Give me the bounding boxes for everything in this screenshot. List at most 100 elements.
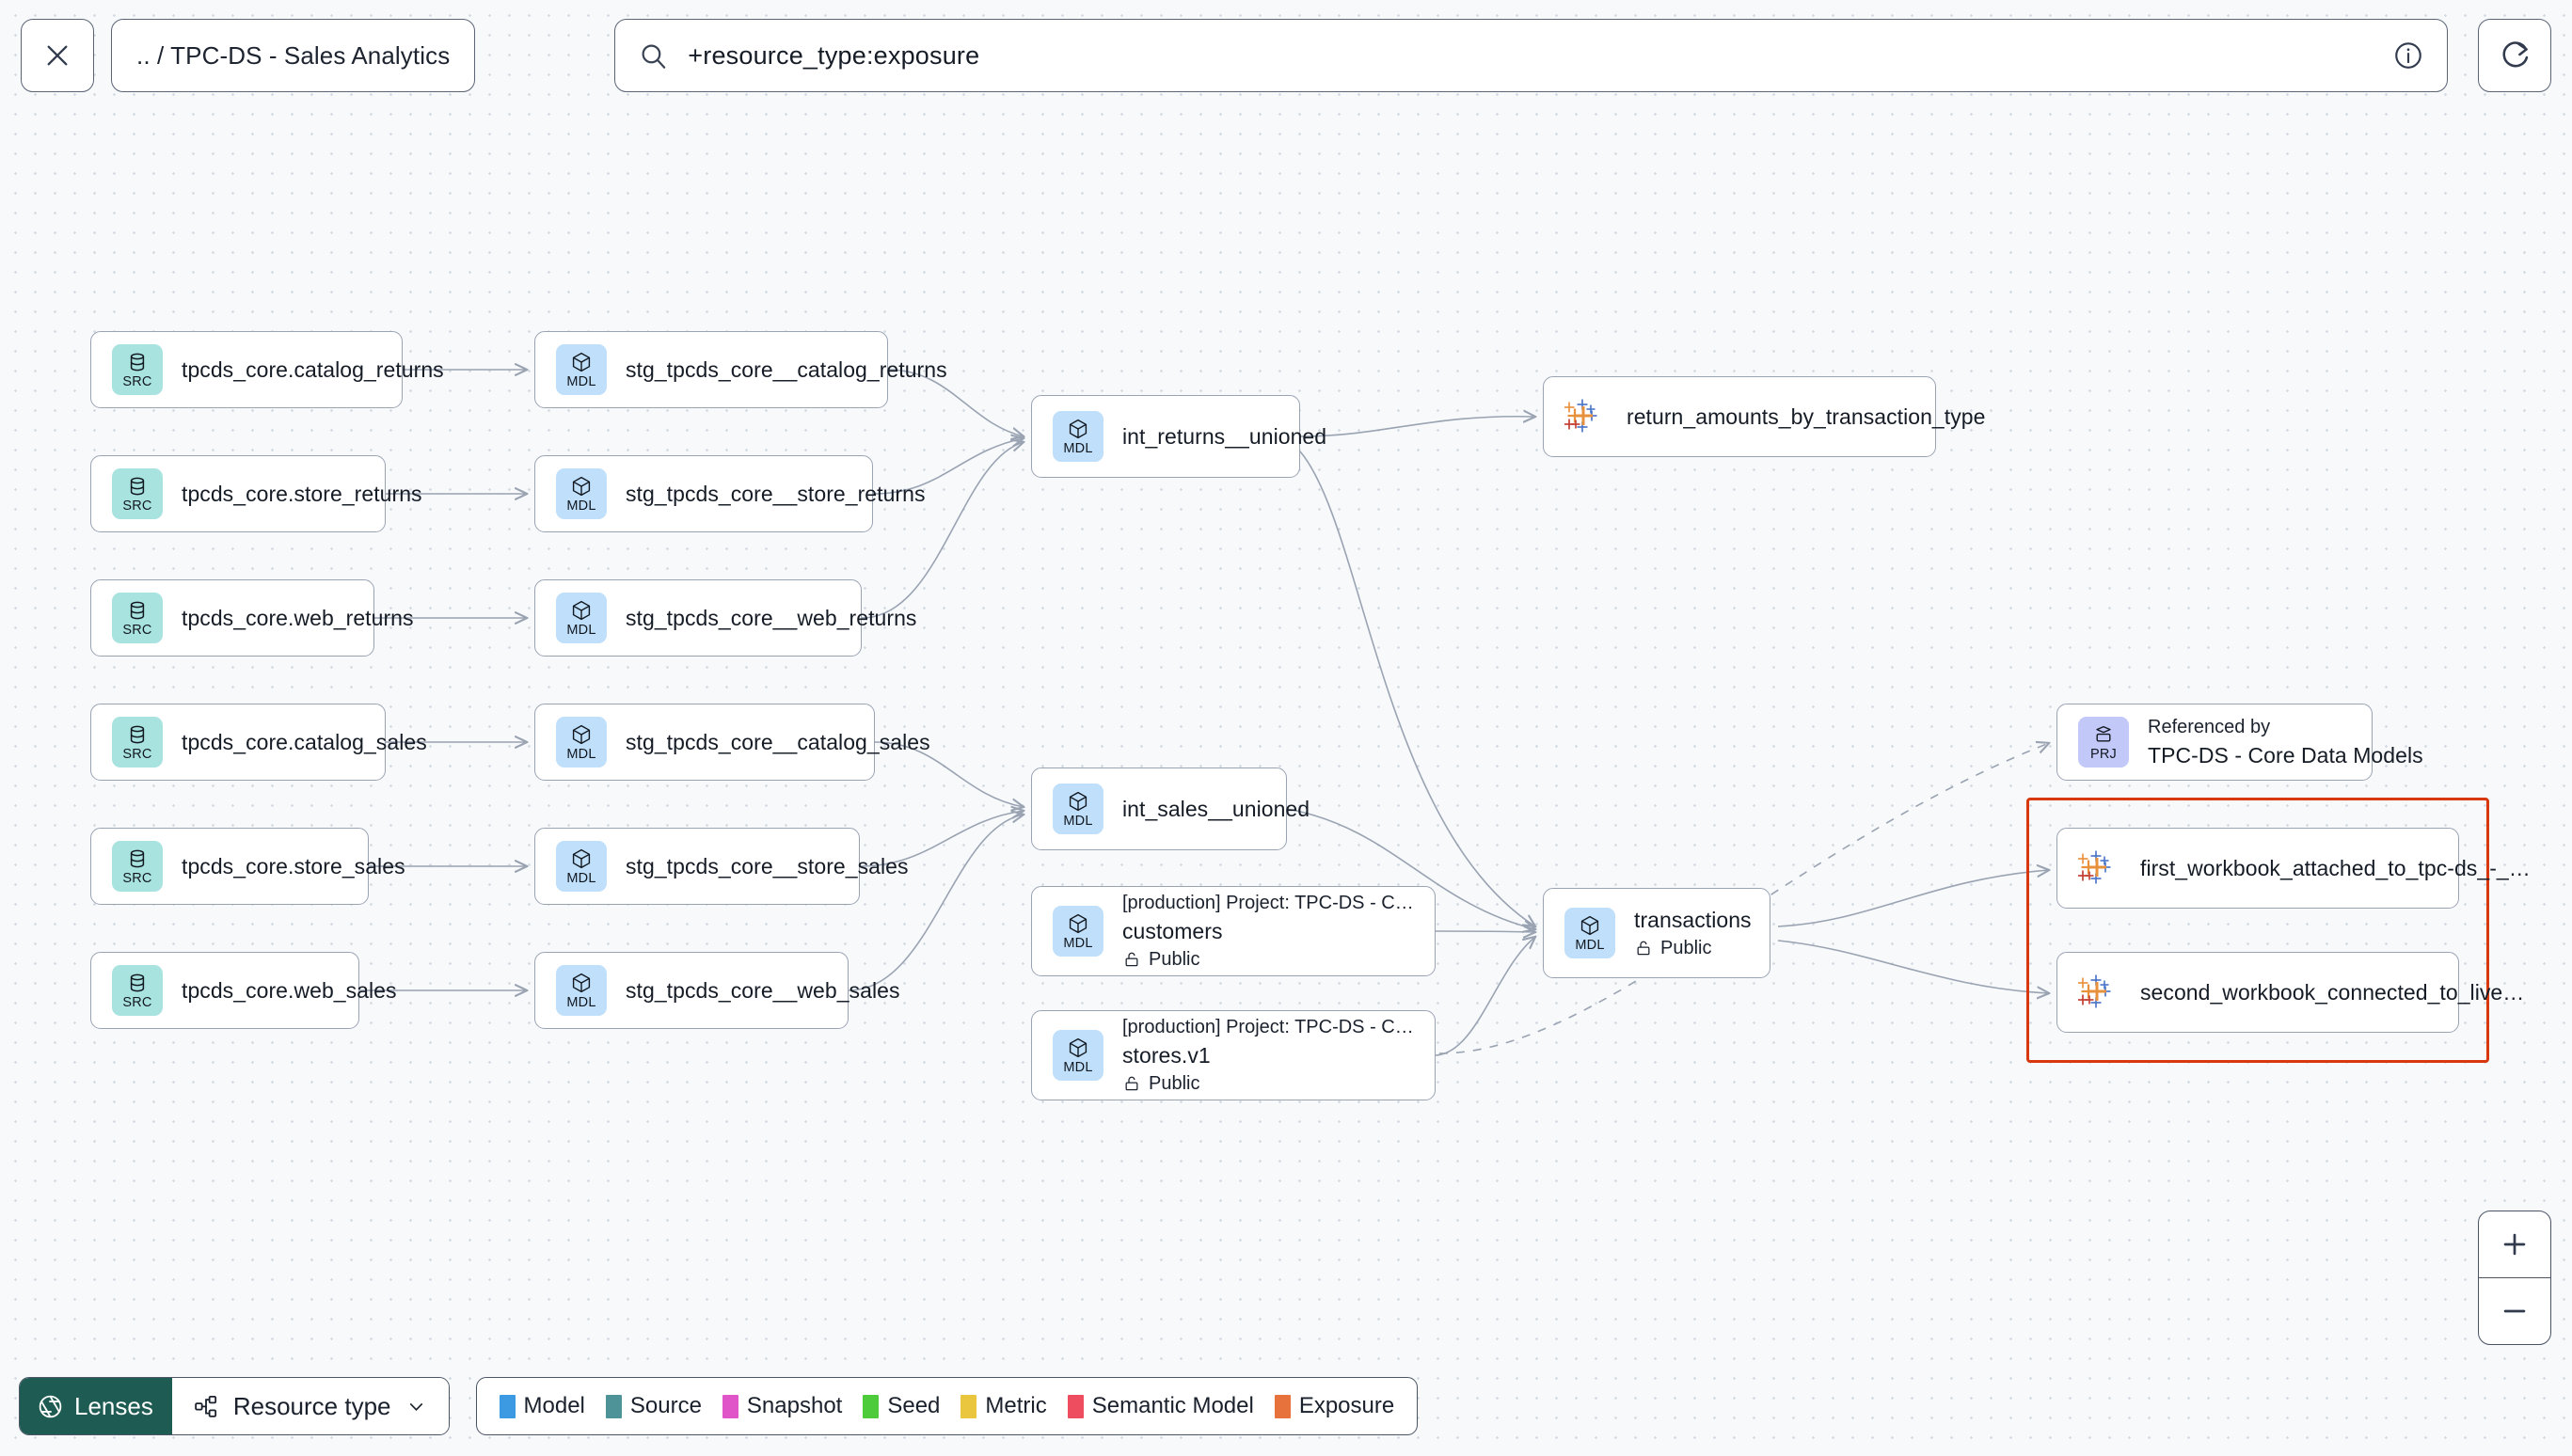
node-type-badge-mdl: MDL — [1564, 908, 1615, 958]
node-access-row: Public — [1634, 938, 1749, 959]
graph-node-mdl-customers[interactable]: MDL[production] Project: TPC-DS - Core D… — [1031, 886, 1436, 976]
exposure-tableau-icon — [2077, 847, 2120, 889]
node-access-row: Public — [1122, 949, 1414, 971]
breadcrumb-button[interactable]: .. / TPC-DS - Sales Analytics — [111, 19, 476, 92]
cube-icon — [572, 476, 591, 496]
refresh-button[interactable] — [2478, 19, 2551, 92]
node-title: customers — [1122, 918, 1223, 943]
close-button[interactable] — [21, 19, 94, 92]
resource-type-dropdown[interactable]: Resource type — [171, 1378, 449, 1434]
node-access-row: Public — [1122, 1073, 1414, 1095]
node-access-label: Public — [1149, 948, 1200, 970]
node-type-badge-label: SRC — [122, 498, 152, 514]
node-type-badge-src: SRC — [112, 841, 163, 892]
node-type-badge-src: SRC — [112, 717, 163, 768]
node-title: tpcds_core.web_returns — [182, 605, 414, 630]
node-type-badge-mdl: MDL — [556, 965, 607, 1016]
zoom-in-button[interactable] — [2479, 1211, 2550, 1277]
graph-node-exp-first-workbook[interactable]: first_workbook_attached_to_tpc-ds_-_… — [2056, 828, 2531, 909]
legend-item-model[interactable]: Model — [499, 1393, 585, 1419]
graph-node-mdl-stg-catalog-sales[interactable]: MDL stg_tpcds_core__catalog_sales — [534, 704, 930, 781]
node-type-badge-mdl: MDL — [556, 717, 607, 768]
legend-item-snapshot[interactable]: Snapshot — [722, 1393, 842, 1419]
node-title: int_sales__unioned — [1122, 796, 1310, 821]
node-access-label: Public — [1660, 937, 1712, 958]
legend-item-seed[interactable]: Seed — [863, 1393, 940, 1419]
database-icon — [130, 353, 145, 372]
legend-item-semantic-model[interactable]: Semantic Model — [1067, 1393, 1254, 1419]
legend-label: Model — [523, 1393, 585, 1418]
cube-icon — [1069, 1037, 1088, 1057]
node-title: stores.v1 — [1122, 1042, 1211, 1068]
node-type-badge-label: MDL — [1063, 1059, 1093, 1075]
tableau-icon — [2077, 850, 2111, 884]
graph-node-mdl-stores-v1[interactable]: MDL[production] Project: TPC-DS - Core D… — [1031, 1010, 1436, 1100]
unlock-icon — [1125, 952, 1138, 967]
node-project-label: [production] Project: TPC-DS - Core Data… — [1122, 892, 1414, 913]
graph-node-mdl-stg-web-sales[interactable]: MDL stg_tpcds_core__web_sales — [534, 952, 899, 1029]
zoom-out-button[interactable] — [2479, 1278, 2550, 1344]
node-title: tpcds_core.web_sales — [182, 977, 397, 1003]
node-type-badge-label: MDL — [1575, 937, 1605, 953]
node-type-badge-src: SRC — [112, 468, 163, 519]
node-title: stg_tpcds_core__catalog_sales — [626, 729, 930, 754]
legend-item-metric[interactable]: Metric — [961, 1393, 1047, 1419]
lenses-label: Lenses — [74, 1391, 153, 1420]
node-type-badge-label: SRC — [122, 870, 152, 886]
exposure-tableau-icon — [1564, 396, 1606, 437]
node-type-badge-mdl: MDL — [556, 344, 607, 395]
cube-icon — [572, 848, 591, 868]
search-bar[interactable]: +resource_type:exposure — [614, 19, 2448, 92]
legend-label: Source — [629, 1393, 702, 1418]
legend-label: Metric — [985, 1393, 1047, 1418]
graph-node-exp-return-amounts[interactable]: return_amounts_by_transaction_type — [1543, 376, 1985, 457]
info-icon[interactable] — [2392, 40, 2424, 71]
cube-icon — [572, 973, 591, 992]
database-icon — [130, 601, 145, 620]
database-icon — [130, 477, 145, 496]
node-title: transactions — [1634, 907, 1752, 932]
node-title: stg_tpcds_core__store_sales — [626, 853, 909, 878]
top-toolbar: .. / TPC-DS - Sales Analytics +resource_… — [0, 0, 2572, 111]
node-caption-label: Referenced by — [2148, 716, 2271, 737]
node-type-badge-label: SRC — [122, 373, 152, 389]
legend-item-source[interactable]: Source — [605, 1393, 702, 1419]
node-type-badge-mdl: MDL — [1053, 1030, 1103, 1081]
node-type-badge-label: MDL — [1063, 440, 1093, 456]
project-icon — [2096, 725, 2111, 742]
legend-swatch — [961, 1394, 977, 1418]
search-input[interactable]: +resource_type:exposure — [688, 40, 980, 70]
cube-icon — [572, 352, 591, 372]
graph-node-exp-second-workbook[interactable]: second_workbook_connected_to_live… — [2056, 952, 2524, 1033]
node-title: int_returns__unioned — [1122, 423, 1327, 449]
legend-item-exposure[interactable]: Exposure — [1274, 1393, 1394, 1419]
node-type-badge-src: SRC — [112, 344, 163, 395]
lenses-button[interactable]: Lenses — [20, 1378, 172, 1434]
cube-icon — [1069, 913, 1088, 933]
node-type-badge-prj: PRJ — [2078, 717, 2129, 768]
plus-icon — [2503, 1233, 2526, 1256]
tableau-icon — [2077, 974, 2111, 1008]
resource-type-icon — [195, 1395, 216, 1417]
node-access-label: Public — [1149, 1072, 1200, 1094]
unlock-icon — [1125, 1076, 1138, 1091]
graph-node-mdl-int-returns-unioned[interactable]: MDL int_returns__unioned — [1031, 395, 1326, 478]
node-title: stg_tpcds_core__web_sales — [626, 977, 900, 1003]
node-title: second_workbook_connected_to_live… — [2140, 979, 2525, 1005]
minus-icon — [2503, 1309, 2526, 1313]
